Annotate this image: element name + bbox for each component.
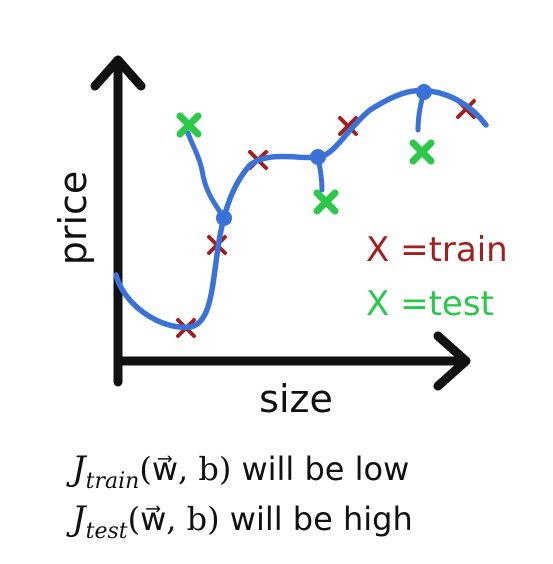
cost-symbol: J xyxy=(72,449,86,489)
curve-point-1 xyxy=(216,210,232,226)
test-cost-statement: Jtest(w⃗, b) will be high xyxy=(72,499,413,543)
cost-symbol: J xyxy=(72,499,86,539)
error-line-1 xyxy=(185,130,227,221)
curve-points xyxy=(216,84,432,226)
axes xyxy=(90,55,471,391)
curve-point-3 xyxy=(416,84,432,100)
cost-args: (w⃗, b) xyxy=(139,450,232,488)
test-marker-3 xyxy=(409,139,435,165)
train-marker-4 xyxy=(338,116,358,136)
curve-point-2 xyxy=(310,149,326,165)
cost-subscript: test xyxy=(85,519,128,544)
y-axis-arrowhead xyxy=(90,55,146,91)
cost-verdict: will be low xyxy=(231,450,410,488)
x-axis-arrowhead xyxy=(433,331,471,391)
cost-subscript: train xyxy=(85,469,140,494)
test-markers xyxy=(176,112,435,215)
x-axis-label: size xyxy=(259,377,333,421)
y-axis-label: price xyxy=(51,171,95,266)
test-marker-1 xyxy=(176,112,202,138)
train-cost-statement: Jtrain(w⃗, b) will be low xyxy=(72,449,410,493)
cost-verdict: will be high xyxy=(219,500,413,538)
legend-test: X =test xyxy=(366,284,494,324)
legend-train: X =train xyxy=(366,230,508,270)
cost-args: (w⃗, b) xyxy=(127,500,220,538)
test-marker-2 xyxy=(313,189,339,215)
